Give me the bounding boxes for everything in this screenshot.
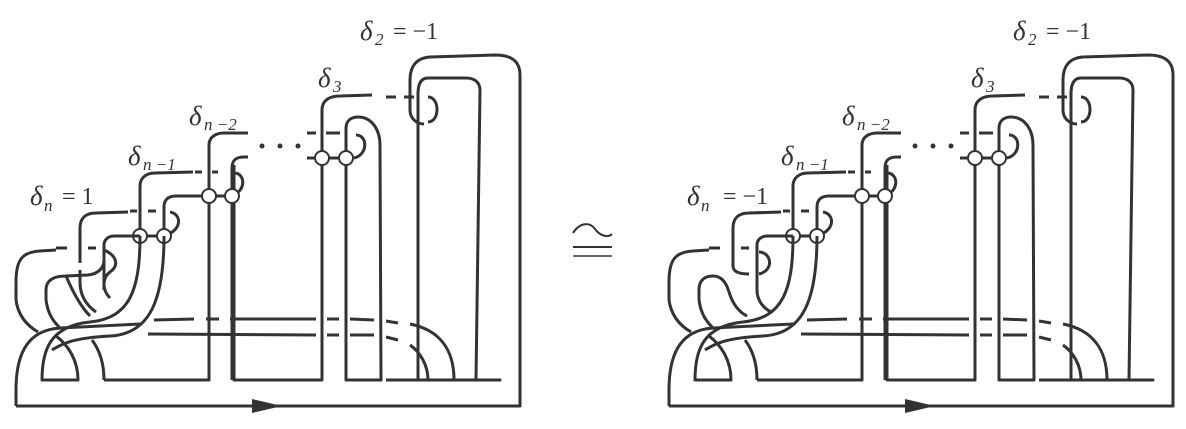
svg-text:δ: δ bbox=[360, 16, 373, 46]
svg-text:δ: δ bbox=[128, 141, 141, 171]
svg-text:δ: δ bbox=[687, 181, 700, 211]
svg-text:n: n bbox=[44, 196, 53, 215]
svg-text:n −2: n −2 bbox=[204, 115, 237, 134]
svg-text:δ: δ bbox=[971, 63, 984, 93]
svg-text:δ: δ bbox=[189, 101, 202, 131]
svg-text:2: 2 bbox=[1028, 30, 1037, 49]
left-knot-diagram: δ n = 1 δ n −1 δ n −2 δ 3 δ 2 = −1 bbox=[14, 16, 522, 415]
svg-text:δ: δ bbox=[842, 101, 855, 131]
right-knot-diagram: δ n = −1 δ n −1 δ n −2 δ 3 δ 2 = −1 bbox=[667, 16, 1175, 415]
label-delta-3: δ 3 bbox=[318, 63, 342, 96]
label-delta-2: δ 2 = −1 bbox=[360, 16, 438, 49]
label-delta-n-minus-2: δ n −2 bbox=[189, 101, 237, 134]
svg-text:2: 2 bbox=[375, 30, 384, 49]
congruence-symbol bbox=[572, 223, 613, 257]
label-delta-3: δ 3 bbox=[971, 63, 995, 96]
label-delta-n-minus-1: δ n −1 bbox=[781, 141, 829, 174]
svg-text:n −1: n −1 bbox=[143, 155, 176, 174]
svg-text:= −1: = −1 bbox=[1046, 19, 1091, 45]
label-delta-n: δ n = −1 bbox=[687, 181, 768, 215]
svg-text:= −1: = −1 bbox=[723, 184, 768, 210]
label-delta-n-minus-2: δ n −2 bbox=[842, 101, 890, 134]
svg-text:n −1: n −1 bbox=[796, 155, 829, 174]
svg-text:n: n bbox=[701, 196, 710, 215]
svg-text:3: 3 bbox=[332, 77, 342, 96]
svg-text:δ: δ bbox=[30, 181, 43, 211]
label-delta-n: δ n = 1 bbox=[30, 181, 94, 215]
svg-text:= 1: = 1 bbox=[62, 184, 94, 210]
svg-text:= −1: = −1 bbox=[393, 19, 438, 45]
label-delta-2: δ 2 = −1 bbox=[1013, 16, 1091, 49]
label-delta-n-minus-1: δ n −1 bbox=[128, 141, 176, 174]
svg-text:δ: δ bbox=[318, 63, 331, 93]
svg-text:3: 3 bbox=[985, 77, 995, 96]
svg-text:n −2: n −2 bbox=[857, 115, 890, 134]
svg-text:δ: δ bbox=[1013, 16, 1026, 46]
svg-text:δ: δ bbox=[781, 141, 794, 171]
